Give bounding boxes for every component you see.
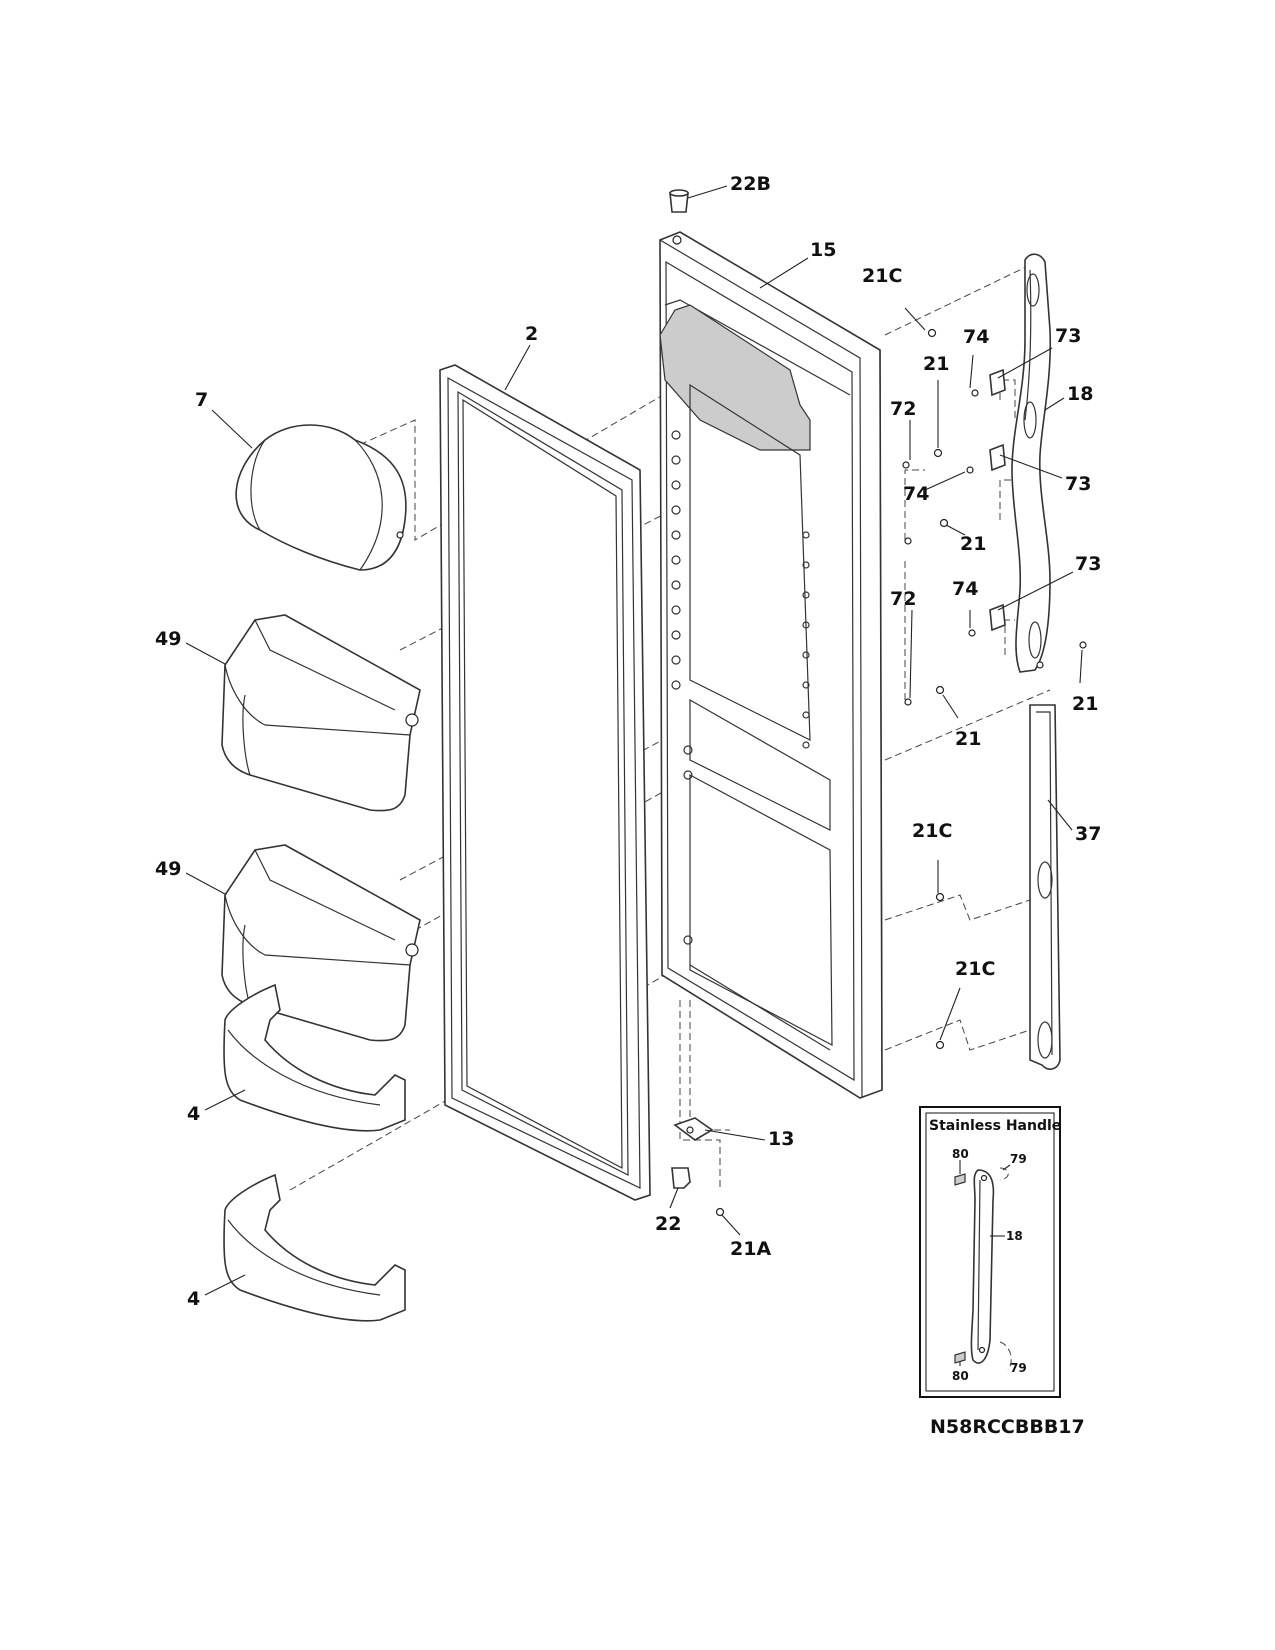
label-73-mid: 73 bbox=[1065, 473, 1091, 495]
inset-label-79-top: 79 bbox=[1010, 1152, 1027, 1166]
label-21C-top: 21C bbox=[862, 265, 902, 287]
inset-title: Stainless Handle bbox=[929, 1118, 1061, 1134]
label-49-lower: 49 bbox=[155, 858, 181, 880]
label-21C-mid: 21C bbox=[912, 820, 952, 842]
label-21-right: 21 bbox=[1072, 693, 1098, 715]
part-15-door bbox=[659, 231, 883, 1099]
part-labels: 22B 15 2 7 49 49 4 4 21C 74 73 21 18 72 … bbox=[155, 173, 1101, 1310]
label-2: 2 bbox=[525, 323, 538, 345]
label-21-mid: 21 bbox=[960, 533, 986, 555]
inset-label-18: 18 bbox=[1006, 1229, 1023, 1243]
part-7-cover bbox=[235, 424, 407, 571]
stainless-handle-inset: Stainless Handle 80 79 18 80 79 bbox=[919, 1106, 1061, 1398]
label-72-top: 72 bbox=[890, 398, 916, 420]
label-74-top: 74 bbox=[963, 326, 989, 348]
part-13-hinge bbox=[673, 1117, 714, 1141]
label-21-low: 21 bbox=[955, 728, 981, 750]
part-18-handle bbox=[1011, 253, 1052, 673]
label-21A: 21A bbox=[730, 1238, 771, 1260]
label-18: 18 bbox=[1067, 383, 1093, 405]
label-37: 37 bbox=[1075, 823, 1101, 845]
part-73-clips bbox=[989, 368, 1006, 632]
part-22-bushing bbox=[671, 1167, 691, 1189]
label-73-low: 73 bbox=[1075, 553, 1101, 575]
inset-label-80-bottom: 80 bbox=[952, 1369, 969, 1383]
label-72-mid: 72 bbox=[890, 588, 916, 610]
label-21C-low: 21C bbox=[955, 958, 995, 980]
part-4-shelf-lower bbox=[223, 1173, 406, 1322]
label-15: 15 bbox=[810, 239, 836, 261]
part-37-handle-lower bbox=[1029, 704, 1061, 1070]
label-49-upper: 49 bbox=[155, 628, 181, 650]
part-2-gasket bbox=[439, 364, 651, 1201]
label-4-lower: 4 bbox=[187, 1288, 200, 1310]
leader-lines bbox=[185, 185, 1083, 1296]
label-7: 7 bbox=[195, 389, 208, 411]
label-21-top: 21 bbox=[923, 353, 949, 375]
label-73-top: 73 bbox=[1055, 325, 1081, 347]
model-number: N58RCCBBB17 bbox=[930, 1416, 1085, 1438]
inset-label-79-bottom: 79 bbox=[1010, 1361, 1027, 1375]
screws bbox=[715, 328, 1087, 1217]
inset-label-80-top: 80 bbox=[952, 1147, 969, 1161]
part-49-bin-upper bbox=[221, 614, 421, 812]
part-22B-cap bbox=[669, 189, 689, 213]
label-74-mid: 74 bbox=[903, 483, 929, 505]
label-13: 13 bbox=[768, 1128, 794, 1150]
label-22: 22 bbox=[655, 1213, 681, 1235]
label-74-low: 74 bbox=[952, 578, 978, 600]
label-22B: 22B bbox=[730, 173, 771, 195]
label-4-upper: 4 bbox=[187, 1103, 200, 1125]
